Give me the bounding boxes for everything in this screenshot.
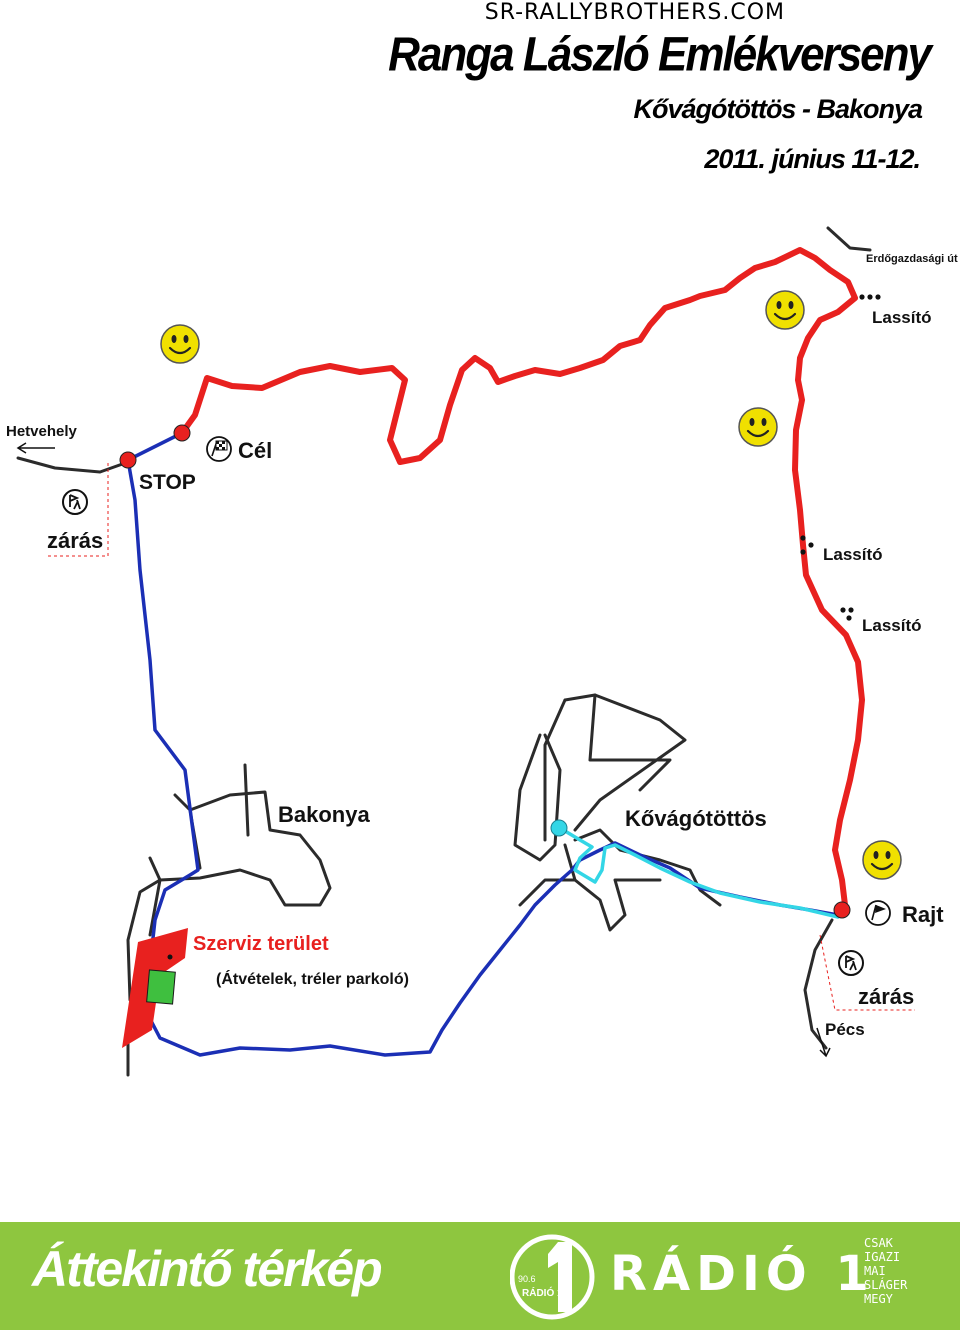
closure-label: zárás [47,528,103,553]
road-network [16,226,872,1077]
smiley-icon [159,323,201,365]
event-date: 2011. június 11-12. [704,144,921,174]
checkered-flag-icon [206,436,232,462]
radio-frequency: 90.6 [518,1274,536,1284]
event-title: Ranga László Emlékverseny [388,27,932,82]
smiley-icon [737,406,779,448]
slowdown-dots-icon [859,294,881,300]
road-closure-icon [838,950,864,976]
slogan-line: IGAZI [864,1250,901,1264]
service-note-label: (Átvételek, tréler parkoló) [216,969,409,988]
radio-slogan: CSAK IGAZI MAI SLÁGER MEGY [864,1236,907,1306]
hetvehely-label: Hetvehely [6,423,78,440]
slogan-line: MAI [864,1264,886,1278]
start-label: Rajt [902,902,944,927]
kovagotottos-label: Kővágótöttös [625,806,767,831]
kovagotottos-point [550,819,568,837]
radio-brand-name: RÁDIÓ 1 [610,1246,875,1302]
slowdown-label: Lassító [823,545,883,564]
slowdown-label: Lassító [872,308,932,327]
smiley-icon [764,289,806,331]
rally-map: Erdőgazdasági út Lassító Lassító Lassító… [6,226,958,1077]
start-point [833,901,851,919]
pecs-arrow-icon [816,1027,831,1058]
slowdown-dots-icon [840,607,854,621]
site-name: SR-RALLYBROTHERS.COM [484,0,785,25]
overview-map-title: Áttekintő térkép [32,1241,383,1297]
bakonya-label: Bakonya [278,802,370,827]
finish-point [173,424,191,442]
closure-label: zárás [858,984,914,1009]
service-area-label: Szerviz terület [193,933,329,955]
road-closure-icon [62,489,88,515]
radio-logo-icon: 90.6 RÁDIÓ 1 [510,1234,595,1320]
stage-route [179,247,865,908]
smiley-icon [861,839,903,881]
radio-small-name: RÁDIÓ 1 [522,1286,563,1299]
service-marker [167,954,173,960]
stop-label: STOP [139,471,196,494]
transfer-route [126,431,840,1057]
slowdown-dots-icon [800,535,814,555]
slogan-line: MEGY [864,1292,893,1306]
finish-label: Cél [238,438,272,463]
slowdown-label: Lassító [862,616,922,635]
slogan-line: SLÁGER [864,1278,908,1292]
stop-point [119,451,137,469]
footer-bar: Áttekintő térkép 90.6 RÁDIÓ 1 RÁDIÓ 1 CS… [0,1222,960,1330]
alt-route [558,826,840,919]
closure-lines [45,463,915,1011]
parking-area [146,969,176,1005]
slogan-line: CSAK [864,1236,893,1250]
hetvehely-arrow-icon [16,442,55,454]
pecs-label: Pécs [825,1020,865,1039]
start-flag-icon [865,900,891,926]
route-subtitle: Kővágótöttös - Bakonya [633,94,923,124]
forest-road-label: Erdőgazdasági út [866,253,958,265]
